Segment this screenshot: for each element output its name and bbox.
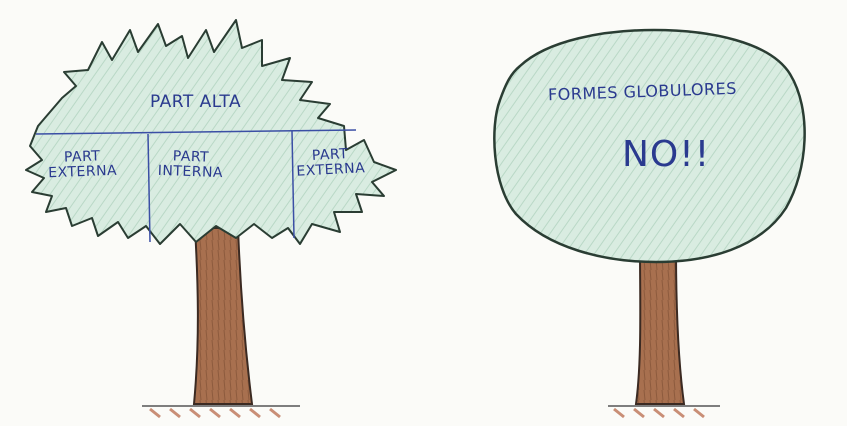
label-mid-line2: INTERNA <box>157 162 224 181</box>
left-ground <box>142 405 300 419</box>
label-left-part-externa: PART EXTERNA <box>47 148 118 181</box>
right-canopy <box>493 28 806 264</box>
label-left-line2: EXTERNA <box>47 162 118 181</box>
left-trunk <box>192 227 254 405</box>
right-tree <box>493 28 806 419</box>
label-part-alta: PART ALTA <box>150 92 242 112</box>
label-right-part-externa: PART EXTERNA <box>295 146 366 180</box>
left-tree <box>25 19 397 419</box>
right-trunk <box>634 247 686 405</box>
label-right-line2: EXTERNA <box>295 159 366 180</box>
label-no-verdict: NO!! <box>622 134 711 175</box>
right-ground <box>608 405 720 419</box>
canopy-zone-dividers <box>35 129 357 243</box>
label-part-interna: PART INTERNA <box>157 148 224 181</box>
